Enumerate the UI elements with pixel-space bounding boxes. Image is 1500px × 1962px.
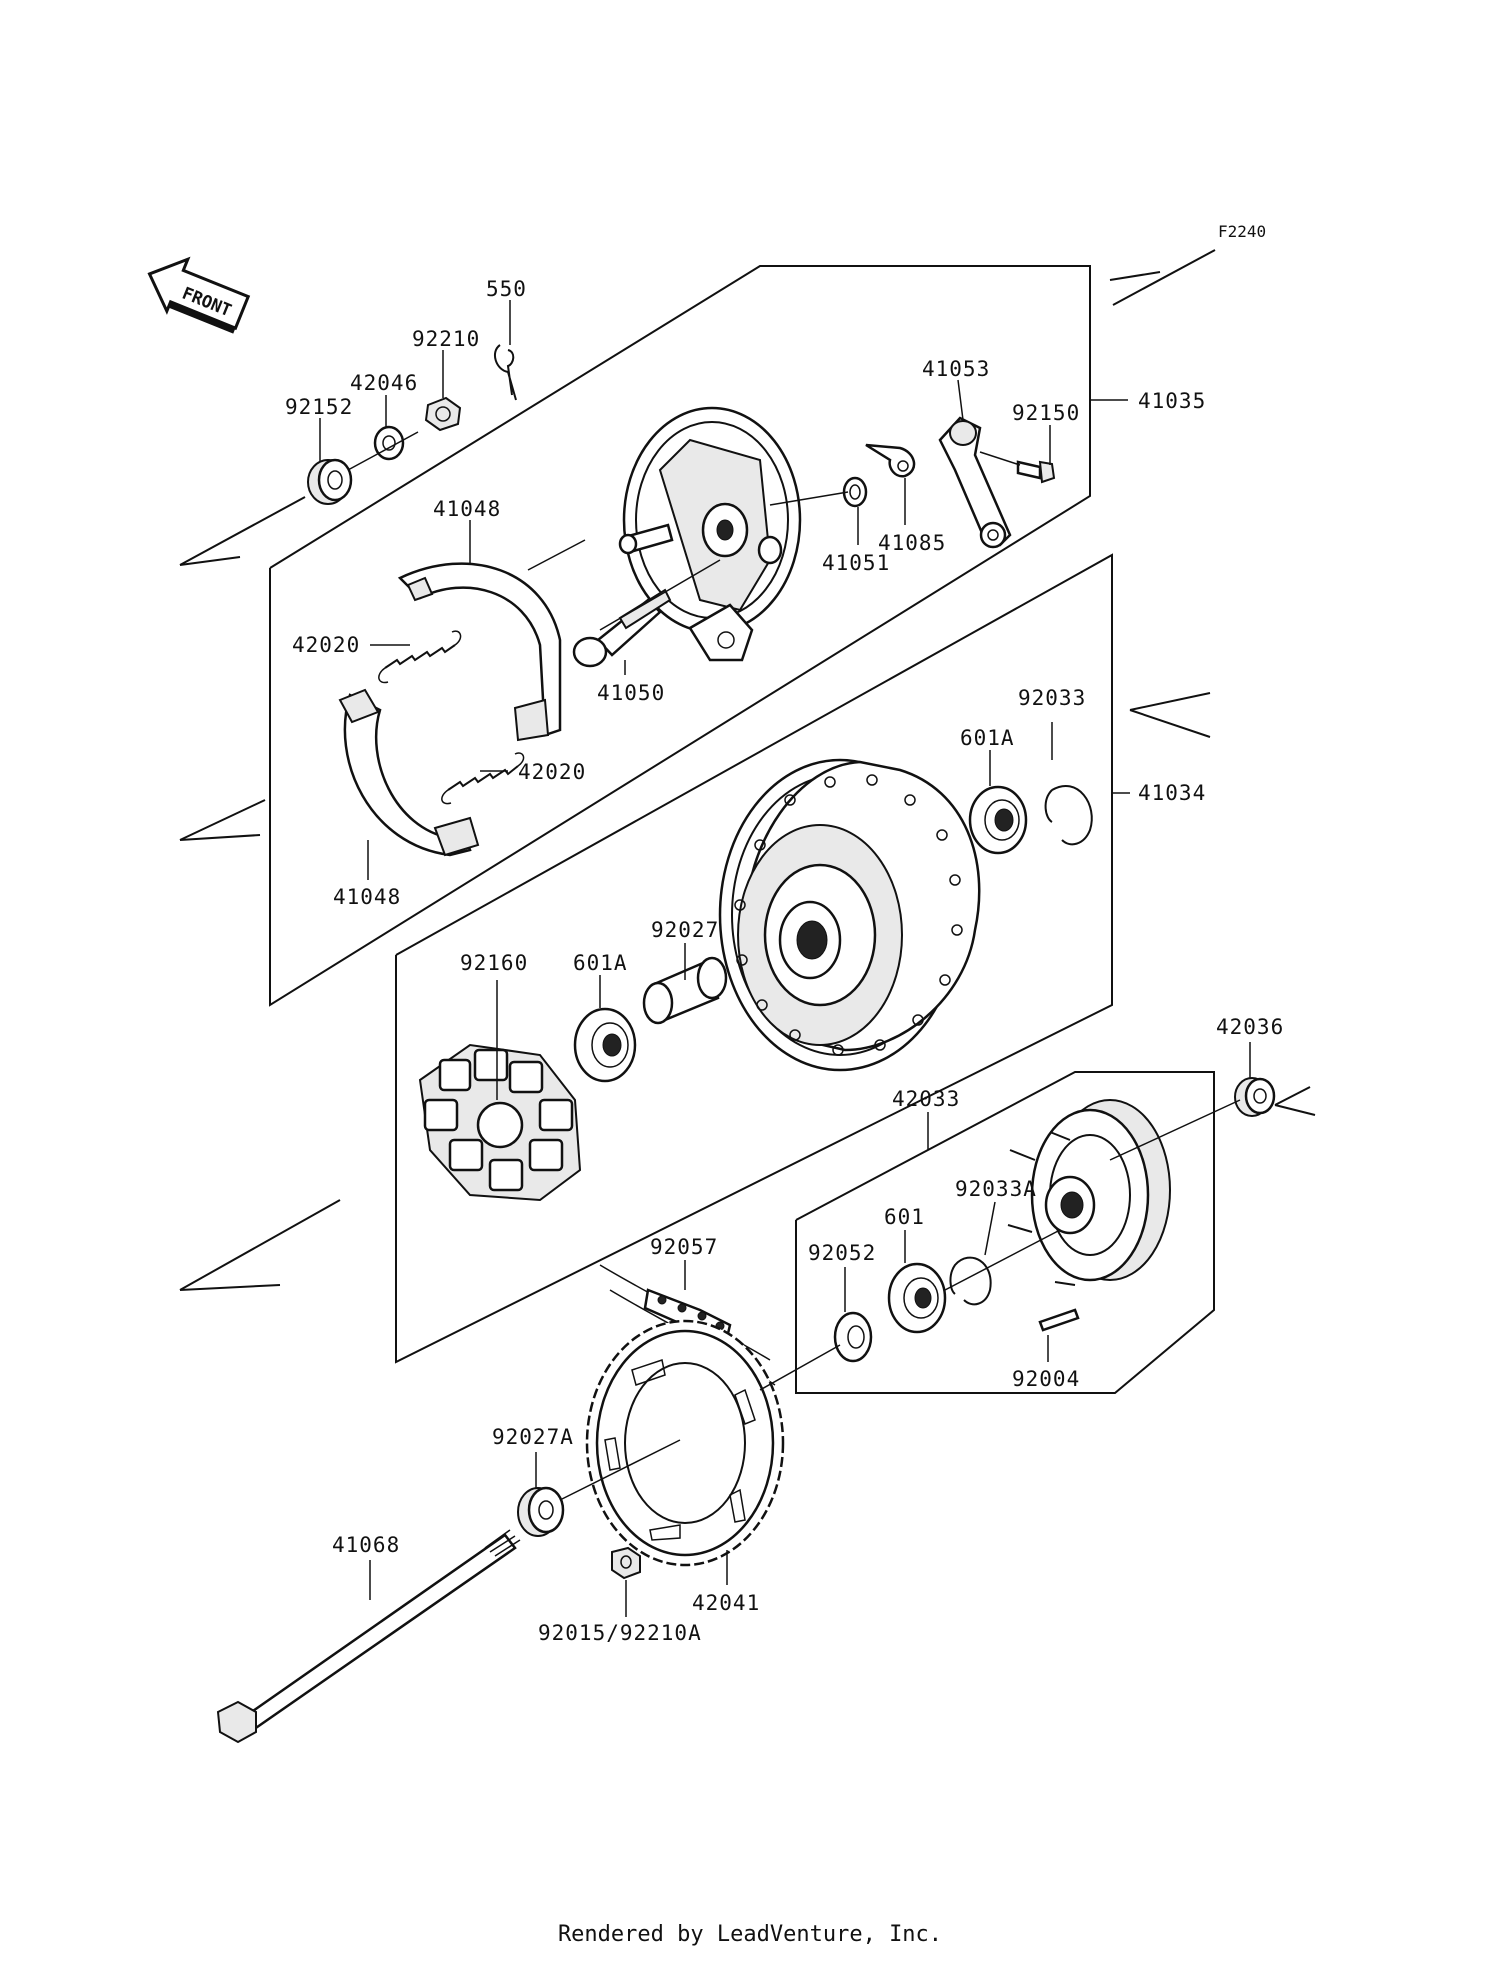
- spring-42020-lower: [441, 752, 525, 805]
- label-92027a: 92027A: [492, 1425, 574, 1449]
- label-41051: 41051: [822, 551, 890, 575]
- label-601a-left: 601A: [573, 951, 628, 975]
- axle-41068: [216, 1529, 521, 1744]
- collar-92027a: [517, 1486, 565, 1537]
- hub-box: [395, 553, 1113, 1364]
- label-42020-upper: 42020: [292, 633, 360, 657]
- indicator-41085: [865, 443, 916, 478]
- figure-code: F2240: [1218, 222, 1266, 241]
- label-92152: 92152: [285, 395, 353, 419]
- circlip-92033a: [949, 1256, 992, 1306]
- label-41034: 41034: [1138, 781, 1206, 805]
- label-92027: 92027: [651, 918, 719, 942]
- label-42033: 42033: [892, 1087, 960, 1111]
- brake-panel-box: [269, 265, 1091, 1007]
- coupling-42033: [1007, 1099, 1171, 1286]
- label-601a-right: 601A: [960, 726, 1015, 750]
- label-41035: 41035: [1138, 389, 1206, 413]
- spring-42020-upper: [378, 630, 462, 684]
- cotter-pin-550: [493, 344, 517, 401]
- coupling-box: [795, 1071, 1215, 1394]
- label-41068: 41068: [332, 1533, 400, 1557]
- hub-41034: [718, 758, 981, 1072]
- seal-92052: [833, 1311, 873, 1363]
- bearing-601a-left: [573, 1007, 637, 1083]
- bearing-601a-right: [968, 785, 1028, 855]
- front-arrow-icon: FRONT: [147, 256, 251, 334]
- camshaft-41050: [572, 588, 672, 668]
- damper-92160: [418, 1043, 582, 1202]
- sprocket-42041: [585, 1319, 785, 1567]
- label-92004: 92004: [1012, 1367, 1080, 1391]
- label-550: 550: [486, 277, 527, 301]
- bearing-601: [887, 1262, 947, 1334]
- collar-42036: [1234, 1077, 1276, 1117]
- label-92052: 92052: [808, 1241, 876, 1265]
- leader-lines: [319, 300, 1251, 1617]
- label-92150: 92150: [1012, 401, 1080, 425]
- label-601: 601: [884, 1205, 925, 1229]
- label-92033: 92033: [1018, 686, 1086, 710]
- lever-41053: [938, 416, 1012, 549]
- circlip-92033: [1044, 785, 1093, 846]
- nut-92210: [424, 396, 462, 432]
- label-41048-lower: 41048: [333, 885, 401, 909]
- collar-92152: [307, 458, 353, 505]
- label-92015: 92015/92210A: [538, 1621, 702, 1645]
- brake-panel-41035: [618, 406, 802, 662]
- nut-92015: [611, 1546, 641, 1580]
- bolt-92150: [1016, 460, 1056, 484]
- label-42041: 42041: [692, 1591, 760, 1615]
- brake-shoe-41048-lower: [338, 688, 480, 857]
- label-92057: 92057: [650, 1235, 718, 1259]
- section-outlines: [179, 249, 1316, 1394]
- label-41050: 41050: [597, 681, 665, 705]
- label-42046: 42046: [350, 371, 418, 395]
- label-92033a: 92033A: [955, 1177, 1037, 1201]
- footer-credit: Rendered by LeadVenture, Inc.: [557, 1922, 943, 1947]
- stud-92004: [1038, 1308, 1080, 1332]
- label-41053: 41053: [922, 357, 990, 381]
- brake-shoe-41048-upper: [397, 562, 562, 742]
- spacer-92027: [642, 956, 728, 1025]
- label-41085: 41085: [878, 531, 946, 555]
- label-92210: 92210: [412, 327, 480, 351]
- label-42020-lower: 42020: [518, 760, 586, 784]
- part-labels: 550 92210 42046 92152 41053 92150 41035 …: [285, 277, 1284, 1645]
- label-42036: 42036: [1216, 1015, 1284, 1039]
- label-92160: 92160: [460, 951, 528, 975]
- label-41048-upper: 41048: [433, 497, 501, 521]
